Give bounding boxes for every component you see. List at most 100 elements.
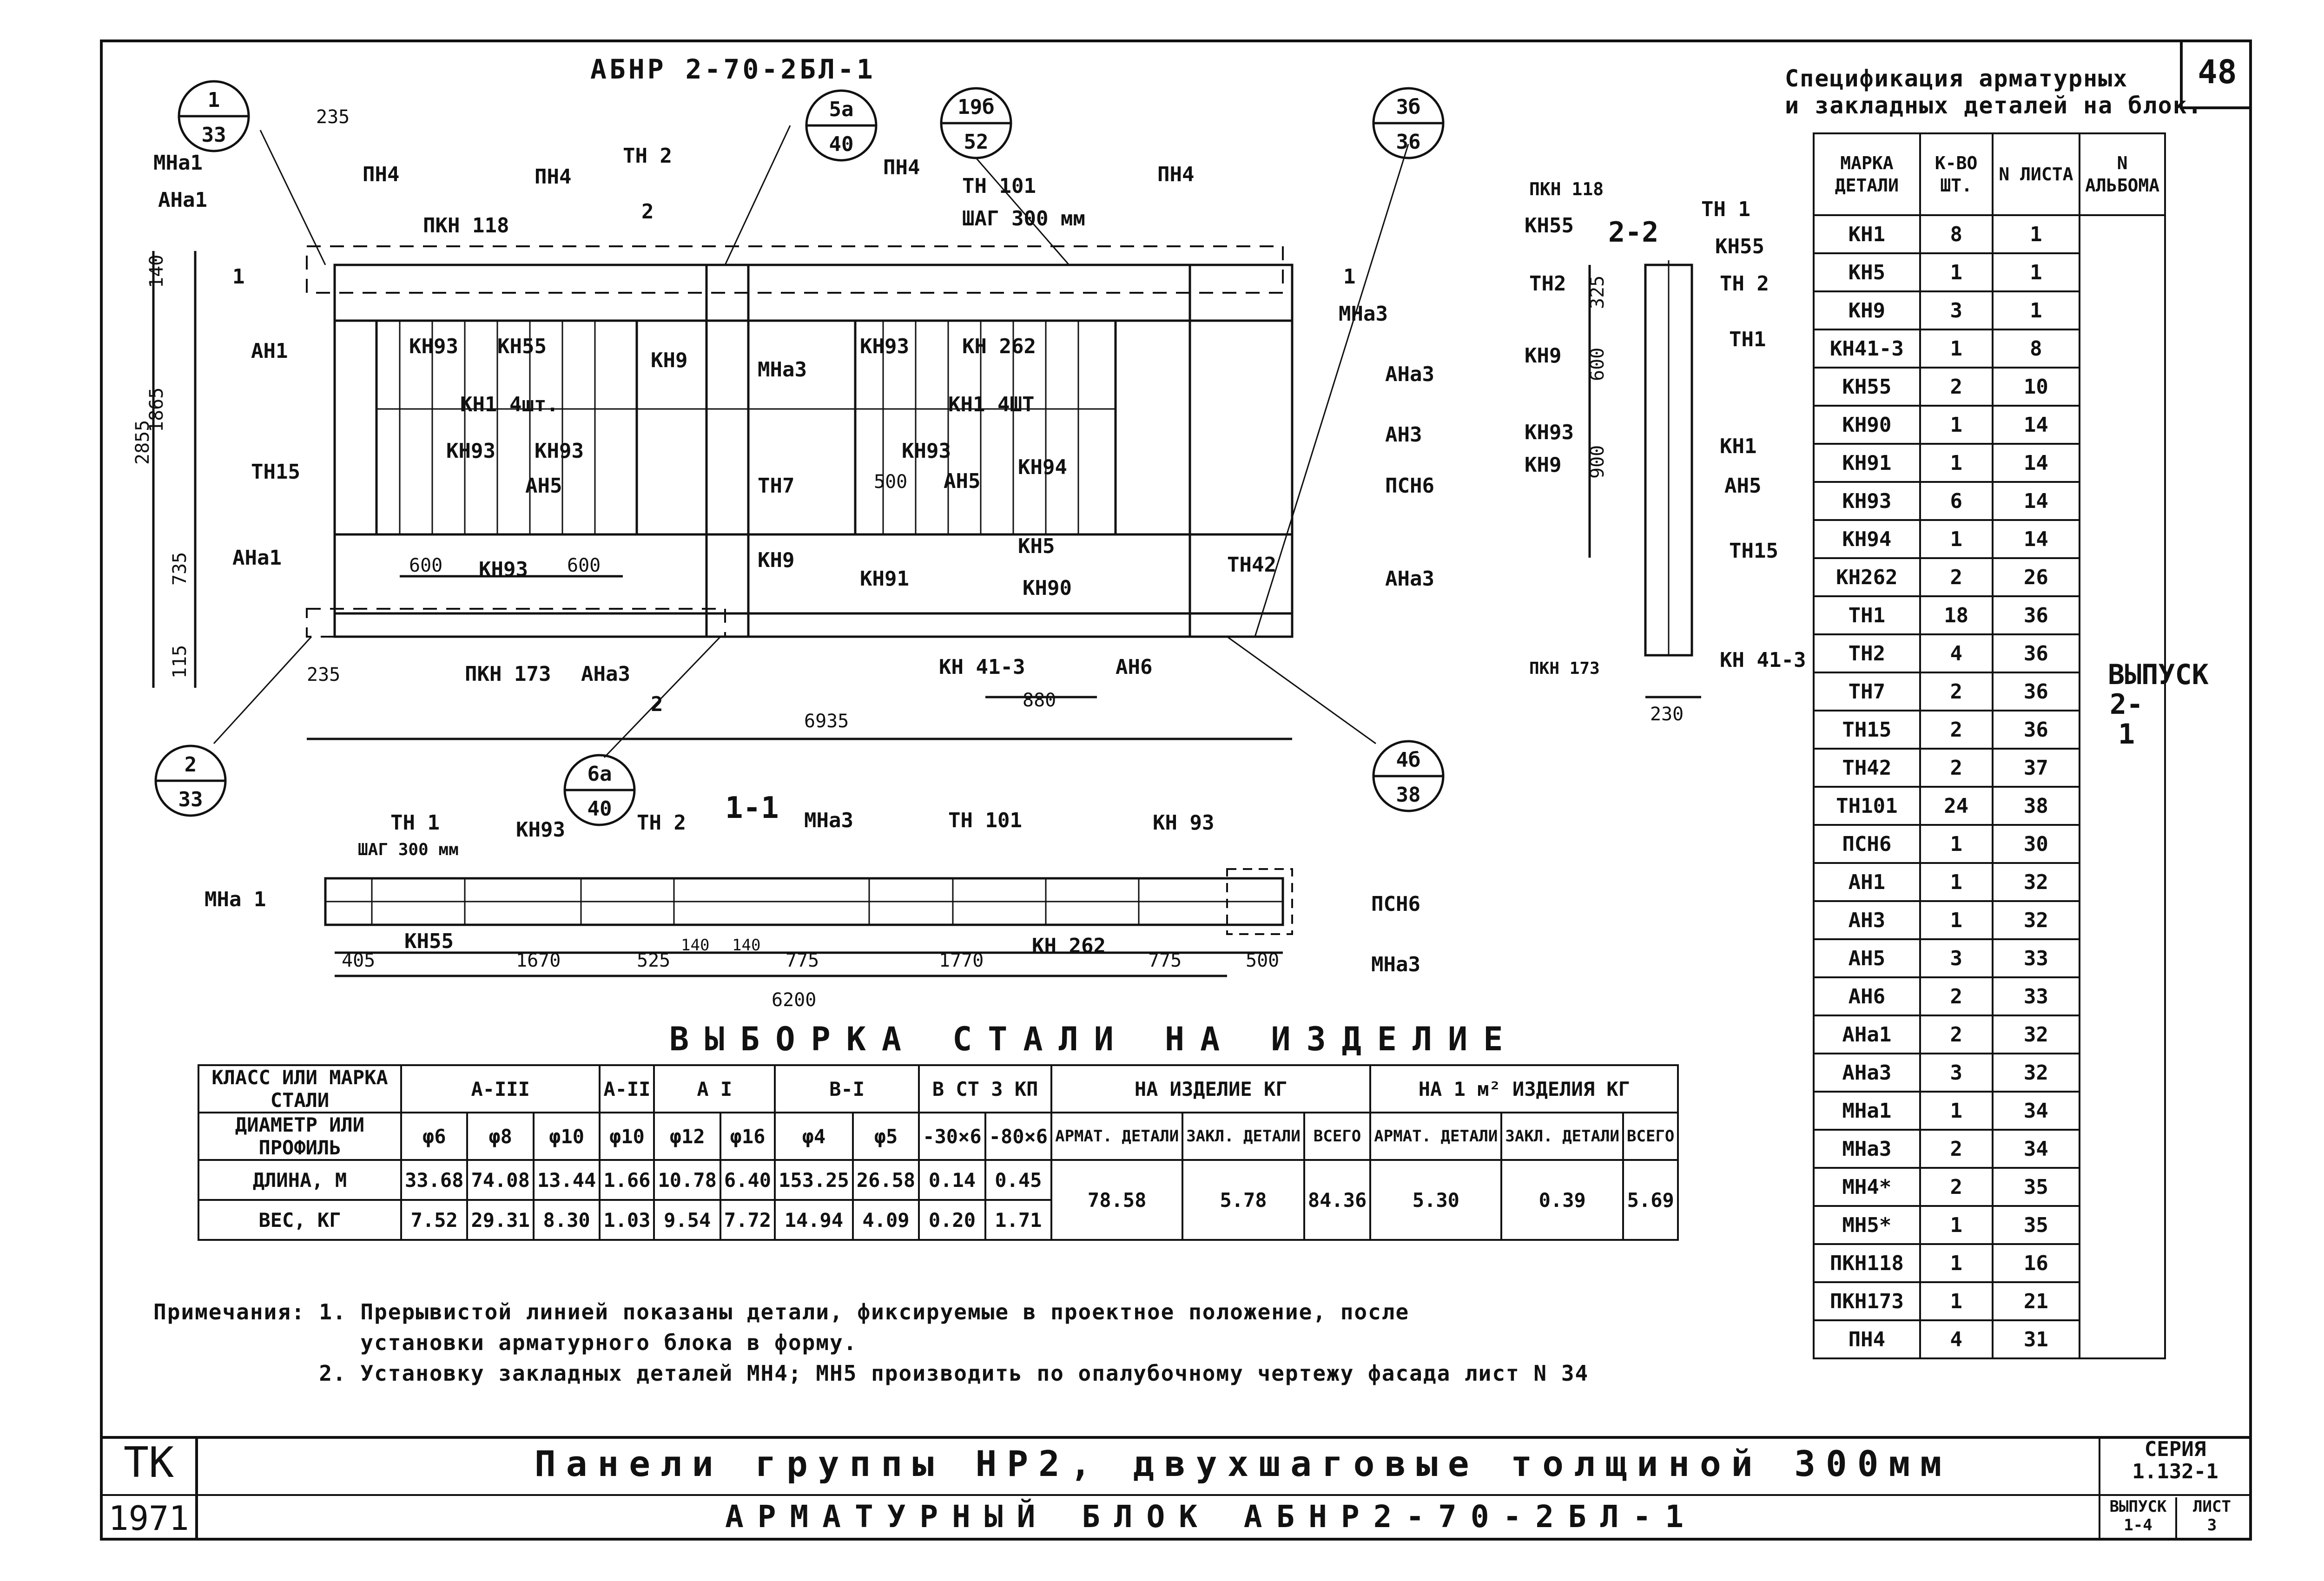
s11-tn1: ТН 1	[390, 811, 440, 835]
title-block-title2: АРМАТУРНЫЙ БЛОК АБНР2-70-2БЛ-1	[725, 1499, 1698, 1535]
spec-cell-qty: 6	[1919, 481, 1994, 521]
dim-2855: 2855	[132, 420, 153, 465]
vyb-m2-vsego: 5.69	[1622, 1159, 1679, 1241]
spec-cell-qty: 1	[1919, 443, 1994, 483]
title-block-tk: ТК	[123, 1438, 174, 1487]
label-ana3-3: АНа3	[581, 662, 630, 686]
s11-dim-140b: 140	[732, 936, 760, 955]
spec-cell-sheet: 30	[1991, 824, 2081, 864]
spec-cell-qty: 2	[1919, 367, 1994, 407]
title-block-series: СЕРИЯ 1.132-1	[2103, 1438, 2247, 1483]
s11-tn2: ТН 2	[637, 811, 686, 835]
dim-500: 500	[874, 471, 907, 493]
label-an5-2: АН5	[944, 469, 980, 493]
spec-cell-sheet: 32	[1991, 900, 2081, 940]
s22-dim-325: 325	[1587, 276, 1608, 309]
label-kn413: КН 41-3	[939, 655, 1025, 679]
vyb-na-izd: НА ИЗДЕЛИЕ КГ	[1050, 1064, 1372, 1113]
leader-6a	[603, 636, 721, 758]
callout-4b-bottom: 38	[1396, 783, 1421, 807]
vyb-wt-4: 9.54	[653, 1199, 721, 1241]
spec-cell-mark: ПКН118	[1813, 1243, 1921, 1283]
vyb-len-7: 26.58	[852, 1159, 920, 1201]
spec-cell-qty: 3	[1919, 1053, 1994, 1093]
vyb-wt-9: 1.71	[984, 1199, 1053, 1241]
s22-kn1: КН1	[1720, 435, 1756, 458]
spec-cell-qty: 8	[1919, 214, 1994, 254]
note-line2: установки арматурного блока в форму.	[153, 1330, 858, 1355]
label-kn9-1: КН9	[651, 349, 687, 372]
leader-19b	[975, 158, 1070, 265]
vyb-len-4: 10.78	[653, 1159, 721, 1201]
vypusk-value: 1-4	[2124, 1516, 2152, 1535]
vyb-wt-2: 8.30	[532, 1199, 601, 1241]
callout-3b-top: 3б	[1396, 95, 1421, 119]
label-kn93-3: КН93	[446, 439, 495, 463]
s22-kn55b: КН55	[1715, 235, 1764, 258]
label-kn93-5: КН93	[902, 439, 951, 463]
label-mna3-1: МНа3	[758, 358, 807, 382]
section-11-title: 1-1	[725, 791, 779, 825]
s11-dim-140a: 140	[681, 936, 709, 955]
label-tn42: ТН42	[1227, 553, 1276, 577]
spec-cell-mark: КН5	[1813, 252, 1921, 292]
callout-4b-top: 4б	[1396, 748, 1421, 772]
drawing-title: АБНР 2-70-2БЛ-1	[590, 53, 876, 85]
s11-kn262: КН 262	[1032, 934, 1106, 958]
spec-cell-qty: 2	[1919, 1129, 1994, 1169]
label-kn262: КН 262	[962, 335, 1036, 358]
spec-cell-mark: ПН4	[1813, 1319, 1921, 1359]
spec-cell-sheet: 32	[1991, 1053, 2081, 1093]
spec-cell-mark: ТН7	[1813, 672, 1921, 711]
vyb-m2-zakl: 0.39	[1500, 1159, 1624, 1241]
label-shag: ШАГ 300 мм	[962, 207, 1085, 231]
spec-cell-sheet: 14	[1991, 519, 2081, 559]
dim-6935: 6935	[804, 711, 849, 732]
label-psn6: ПСН6	[1385, 474, 1434, 498]
label-kn1-4b: КН1 4ШТ	[948, 393, 1034, 416]
dim-115: 115	[169, 645, 191, 679]
title-block-row1	[100, 1436, 2252, 1494]
spec-cell-qty: 1	[1919, 519, 1994, 559]
label-section-1-left: 1	[232, 265, 245, 289]
spec-cell-sheet: 1	[1991, 252, 2081, 292]
spec-cell-mark: ПКН173	[1813, 1281, 1921, 1321]
vyb-wt-label: ВЕС, КГ	[198, 1199, 402, 1241]
vyb-wt-0: 7.52	[400, 1199, 469, 1241]
callout-2-top: 2	[185, 753, 197, 777]
spec-cell-sheet: 14	[1991, 405, 2081, 445]
spec-cell-mark: КН262	[1813, 557, 1921, 597]
title-block-divider-2	[2099, 1436, 2100, 1541]
dim-880: 880	[1023, 690, 1056, 711]
spec-cell-sheet: 16	[1991, 1243, 2081, 1283]
label-an6: АН6	[1116, 655, 1152, 679]
label-mna1: МНа1	[153, 151, 203, 175]
vyb-len-9: 0.45	[984, 1159, 1053, 1201]
vyb-row-class: КЛАСС ИЛИ МАРКА СТАЛИ А-III А-II А I В-I…	[198, 1064, 1679, 1113]
label-ana3-2: АНа3	[1385, 567, 1434, 591]
spec-cell-qty: 24	[1919, 786, 1994, 826]
callout-1-top: 1	[208, 88, 220, 112]
s11-mna3b: МНа3	[1371, 953, 1420, 976]
spec-cell-mark: КН1	[1813, 214, 1921, 254]
vyb-len-label: ДЛИНА, М	[198, 1159, 402, 1201]
spec-cell-mark: КН94	[1813, 519, 1921, 559]
s11-tn101: ТН 101	[948, 809, 1022, 832]
s22-tn2: ТН2	[1529, 272, 1566, 296]
vyb-izd-arm: 78.58	[1050, 1159, 1184, 1241]
spec-cell-qty: 1	[1919, 862, 1994, 902]
leader-3b	[1254, 144, 1409, 637]
spec-cell-qty: 1	[1919, 1205, 1994, 1245]
spec-title: Спецификация арматурных и закладных дета…	[1785, 65, 2203, 119]
dim-235-top: 235	[316, 106, 350, 128]
label-pkn173: ПКН 173	[465, 662, 551, 686]
